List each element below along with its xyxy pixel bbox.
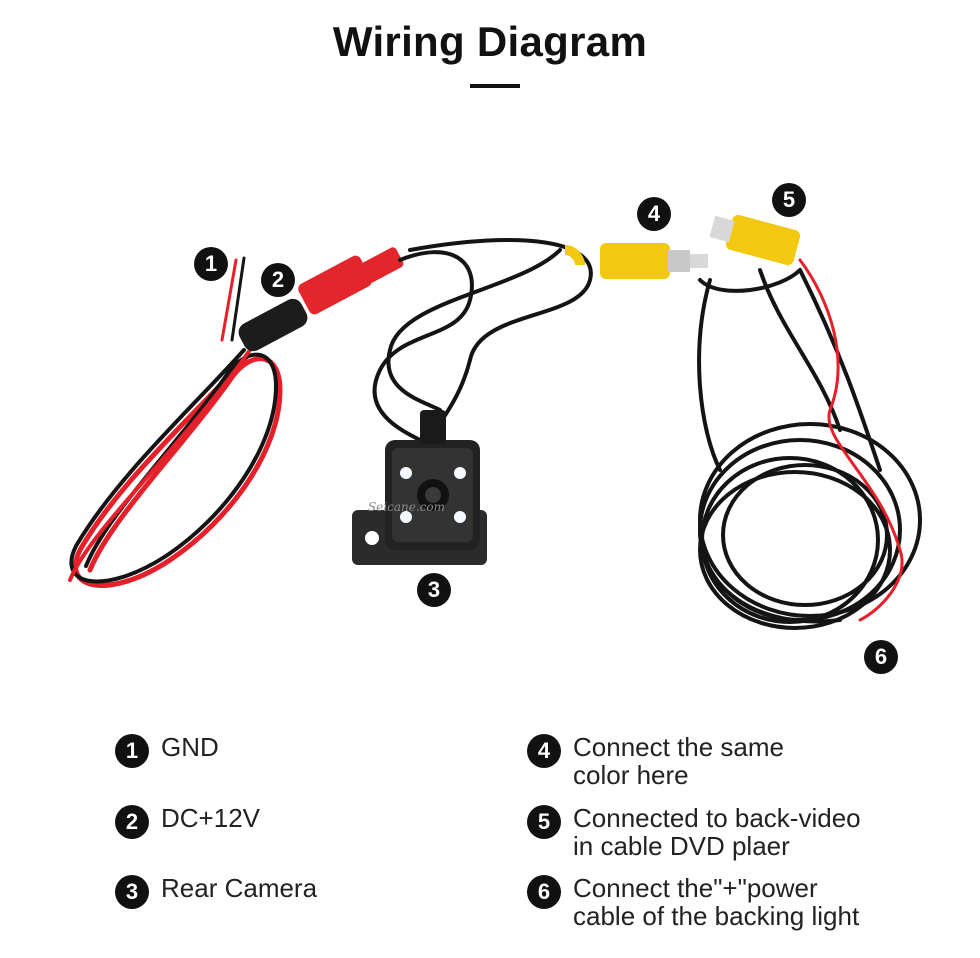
legend-label: Connect the"+"power cable of the backing…: [573, 873, 860, 931]
legend-number: 1: [115, 734, 149, 768]
camera-cables: [372, 238, 593, 442]
legend-number: 6: [527, 875, 561, 909]
callout-1: 1: [194, 247, 228, 281]
rca-connectors: [564, 214, 801, 279]
watermark: Seicane.com: [368, 500, 446, 514]
dc-connector: [238, 247, 404, 352]
legend-item-5: 5 Connected to back-video in cable DVD p…: [527, 804, 861, 860]
legend-label: Connected to back-video in cable DVD pla…: [573, 803, 861, 861]
callout-3: 3: [417, 573, 451, 607]
legend-number: 4: [527, 734, 561, 768]
legend-number: 2: [115, 805, 149, 839]
legend-item-4: 4 Connect the same color here: [527, 733, 784, 789]
legend-label: DC+12V: [161, 803, 260, 833]
red-power-lead: [798, 258, 904, 622]
legend-label: Rear Camera: [161, 873, 318, 903]
video-cable-coil: [697, 268, 922, 630]
title-underline: [470, 84, 520, 88]
product-photo: [68, 214, 922, 630]
callout-2: 2: [261, 263, 295, 297]
callout-6: 6: [864, 640, 898, 674]
legend-item-3: 3 Rear Camera: [115, 874, 317, 909]
callout-5: 5: [772, 183, 806, 217]
legend-item-6: 6 Connect the"+"power cable of the backi…: [527, 874, 859, 930]
legend-item-1: 1 GND: [115, 733, 219, 768]
legend-item-2: 2 DC+12V: [115, 804, 260, 839]
callout-4: 4: [637, 197, 671, 231]
legend-label: Connect the same color here: [573, 732, 785, 790]
legend-label: GND: [161, 732, 219, 762]
page-title: Wiring Diagram: [332, 18, 648, 65]
power-wire-coil: [68, 256, 283, 588]
rear-camera: [352, 410, 487, 565]
legend-number: 3: [115, 875, 149, 909]
legend-number: 5: [527, 805, 561, 839]
